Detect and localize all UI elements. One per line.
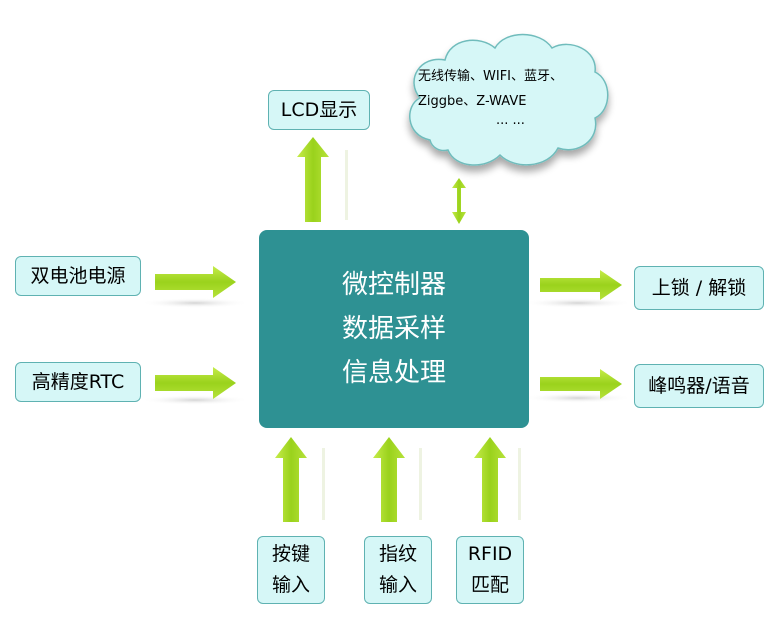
arrow-shadow [140,298,250,308]
arrow-reflection [518,448,521,520]
battery-power-box: 双电池电源 [15,256,141,296]
keypad-label-1: 按键 [271,543,310,565]
core-line-2: 数据采样 [341,314,446,344]
keypad-input-box: 按键 输入 [257,536,325,604]
arrow-battery-to-core [155,266,236,298]
rfid-label-1: RFID [467,543,513,565]
arrow-core-to-buzzer [540,369,622,399]
cloud-line-3: ... ... [496,113,525,128]
fingerprint-input-box: 指纹 输入 [364,536,432,604]
arrow-core-cloud-bidirectional [452,178,466,224]
lock-unlock-box: 上锁 / 解锁 [634,266,764,310]
cloud-line-2: Ziggbe、Z-WAVE [418,94,527,109]
rfid-label-2: 匹配 [470,574,509,596]
core-line-3: 信息处理 [341,358,446,388]
buzzer-voice-box: 峰鸣器/语音 [634,364,764,408]
arrow-reflection [345,150,348,220]
rfid-match-box: RFID 匹配 [456,536,524,604]
cloud-line-1: 无线传输、WIFI、蓝牙、 [418,69,563,84]
arrow-rfid-to-core [474,437,506,522]
arrow-rtc-to-core [155,367,236,399]
arrow-keypad-to-core [275,437,307,522]
arrow-fingerprint-to-core [373,437,405,522]
arrow-shadow [523,298,633,308]
lcd-display-box: LCD显示 [268,90,370,130]
fingerprint-label-2: 输入 [378,574,417,596]
core-line-1: 微控制器 [341,270,446,300]
arrow-shadow [140,395,250,405]
cloud-shape [409,33,609,166]
cloud-wireless-label: 无线传输、WIFI、蓝牙、 Ziggbe、Z-WAVE ... ... [418,64,593,128]
keypad-label-2: 输入 [271,574,310,596]
arrow-reflection [419,448,422,520]
arrow-core-to-lcd [297,137,329,222]
rtc-box: 高精度RTC [15,362,141,402]
arrow-shadow [523,393,633,403]
arrow-core-to-lock [540,270,622,300]
arrow-reflection [322,448,325,520]
microcontroller-block: 微控制器 数据采样 信息处理 [259,230,529,428]
fingerprint-label-1: 指纹 [378,543,417,565]
